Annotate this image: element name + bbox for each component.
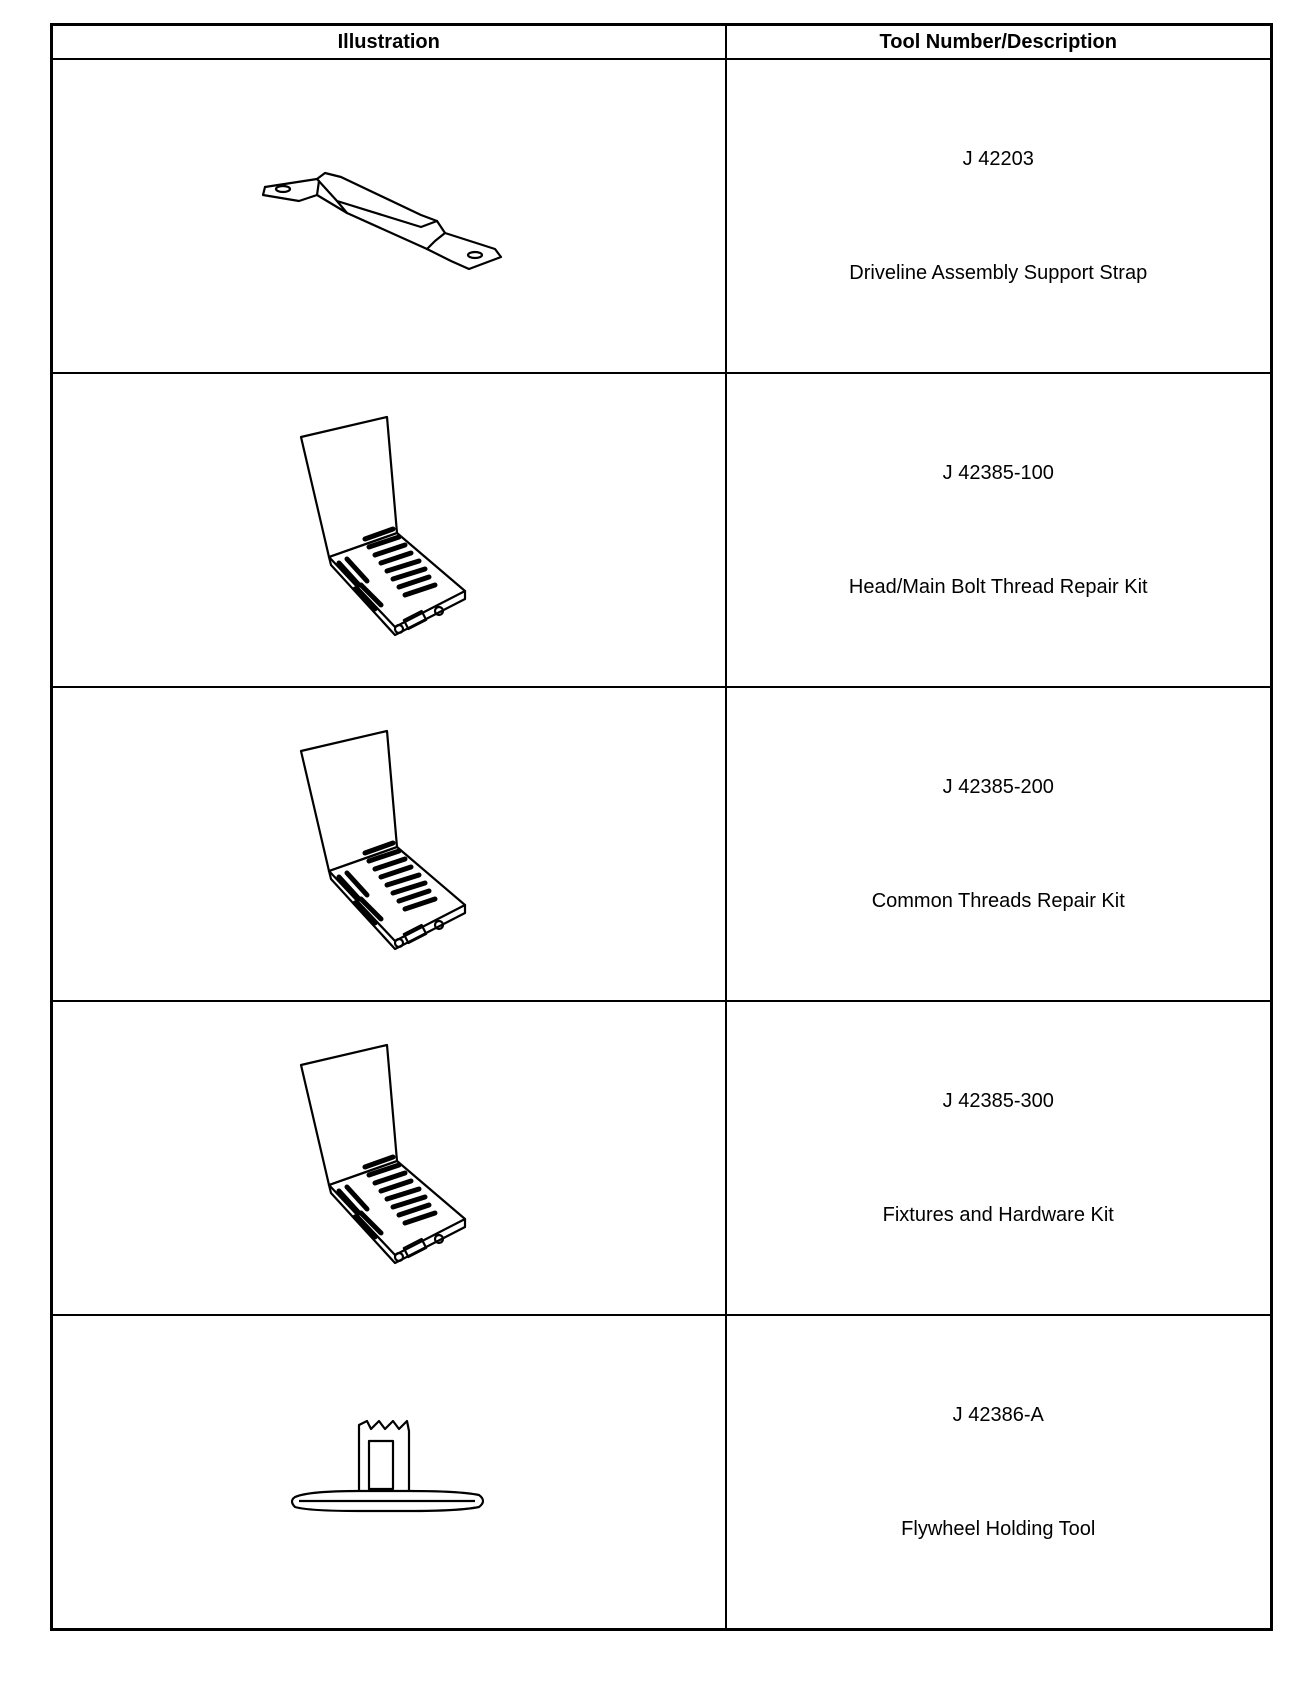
tool-description-cell: J 42386-A Flywheel Holding Tool: [724, 1314, 1273, 1631]
tool-number: J 42386-A: [952, 1404, 1044, 1426]
tool-description: Flywheel Holding Tool: [901, 1518, 1096, 1540]
table-row: J 42386-A Flywheel Holding Tool: [50, 1314, 1273, 1631]
tool-number: J 42385-300: [942, 1090, 1054, 1112]
tool-description-cell: J 42385-300 Fixtures and Hardware Kit: [724, 1000, 1273, 1316]
table-row: J 42385-300 Fixtures and Hardware Kit: [50, 1000, 1273, 1316]
tool-number: J 42385-100: [942, 462, 1054, 484]
tool-number: J 42203: [962, 148, 1034, 170]
tool-description: Driveline Assembly Support Strap: [849, 262, 1148, 284]
tool-description-cell: J 42385-100 Head/Main Bolt Thread Repair…: [724, 372, 1273, 688]
illustration-cell: [50, 372, 727, 688]
illustration-cell: [50, 686, 727, 1002]
table-row: J 42203 Driveline Assembly Support Strap: [50, 58, 1273, 374]
repair-kit-case-icon: [299, 415, 466, 637]
tool-description-cell: J 42385-200 Common Threads Repair Kit: [724, 686, 1273, 1002]
repair-kit-case-icon: [299, 729, 466, 951]
tool-number: J 42385-200: [942, 776, 1054, 798]
tool-description: Head/Main Bolt Thread Repair Kit: [848, 576, 1148, 598]
repair-kit-case-icon: [299, 1043, 466, 1265]
header-tool-number-description: Tool Number/Description: [724, 23, 1273, 60]
tool-description-cell: J 42203 Driveline Assembly Support Strap: [724, 58, 1273, 374]
tool-description: Fixtures and Hardware Kit: [882, 1204, 1114, 1226]
table-row: J 42385-200 Common Threads Repair Kit: [50, 686, 1273, 1002]
tool-description: Common Threads Repair Kit: [871, 890, 1125, 912]
flywheel-holding-tool-icon: [290, 1419, 484, 1513]
illustration-cell: [50, 1314, 727, 1631]
illustration-cell: [50, 58, 727, 374]
header-illustration: Illustration: [50, 23, 727, 60]
special-tools-table: Illustration Tool Number/Description: [50, 23, 1273, 1631]
table-header-row: Illustration Tool Number/Description: [50, 23, 1273, 60]
table-row: J 42385-100 Head/Main Bolt Thread Repair…: [50, 372, 1273, 688]
support-strap-icon: [261, 171, 502, 271]
illustration-cell: [50, 1000, 727, 1316]
